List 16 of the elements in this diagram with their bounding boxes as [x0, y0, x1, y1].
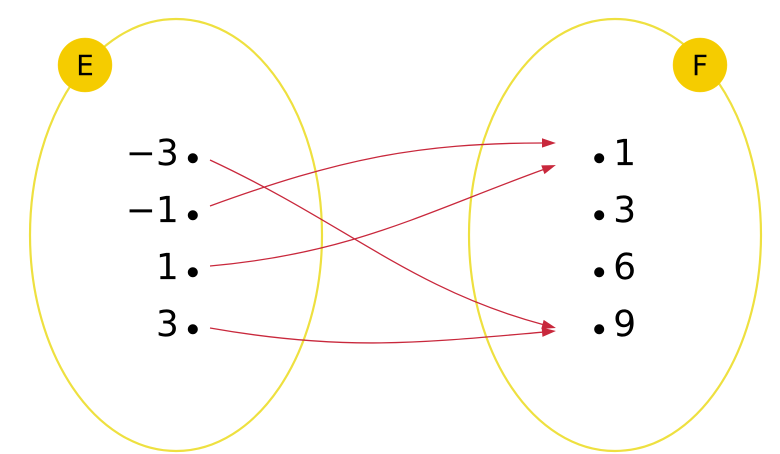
node-label: −3 — [130, 138, 176, 166]
set-element: 9 — [594, 309, 634, 337]
set-element: −3 — [130, 138, 198, 166]
node-label: −1 — [130, 196, 176, 222]
node-label: 9 — [615, 309, 634, 337]
node-label: 1 — [617, 138, 633, 166]
set-element: −1 — [130, 196, 198, 222]
node-label: 3 — [616, 195, 634, 223]
set-element: 3 — [594, 195, 634, 223]
node-label: 1 — [160, 252, 176, 280]
node-label: 6 — [616, 252, 634, 280]
set-element: 6 — [594, 252, 634, 280]
set-element: 1 — [594, 138, 633, 166]
set-element: 1 — [160, 252, 198, 280]
node-label: 3 — [158, 309, 176, 337]
set-element: 3 — [158, 309, 198, 337]
